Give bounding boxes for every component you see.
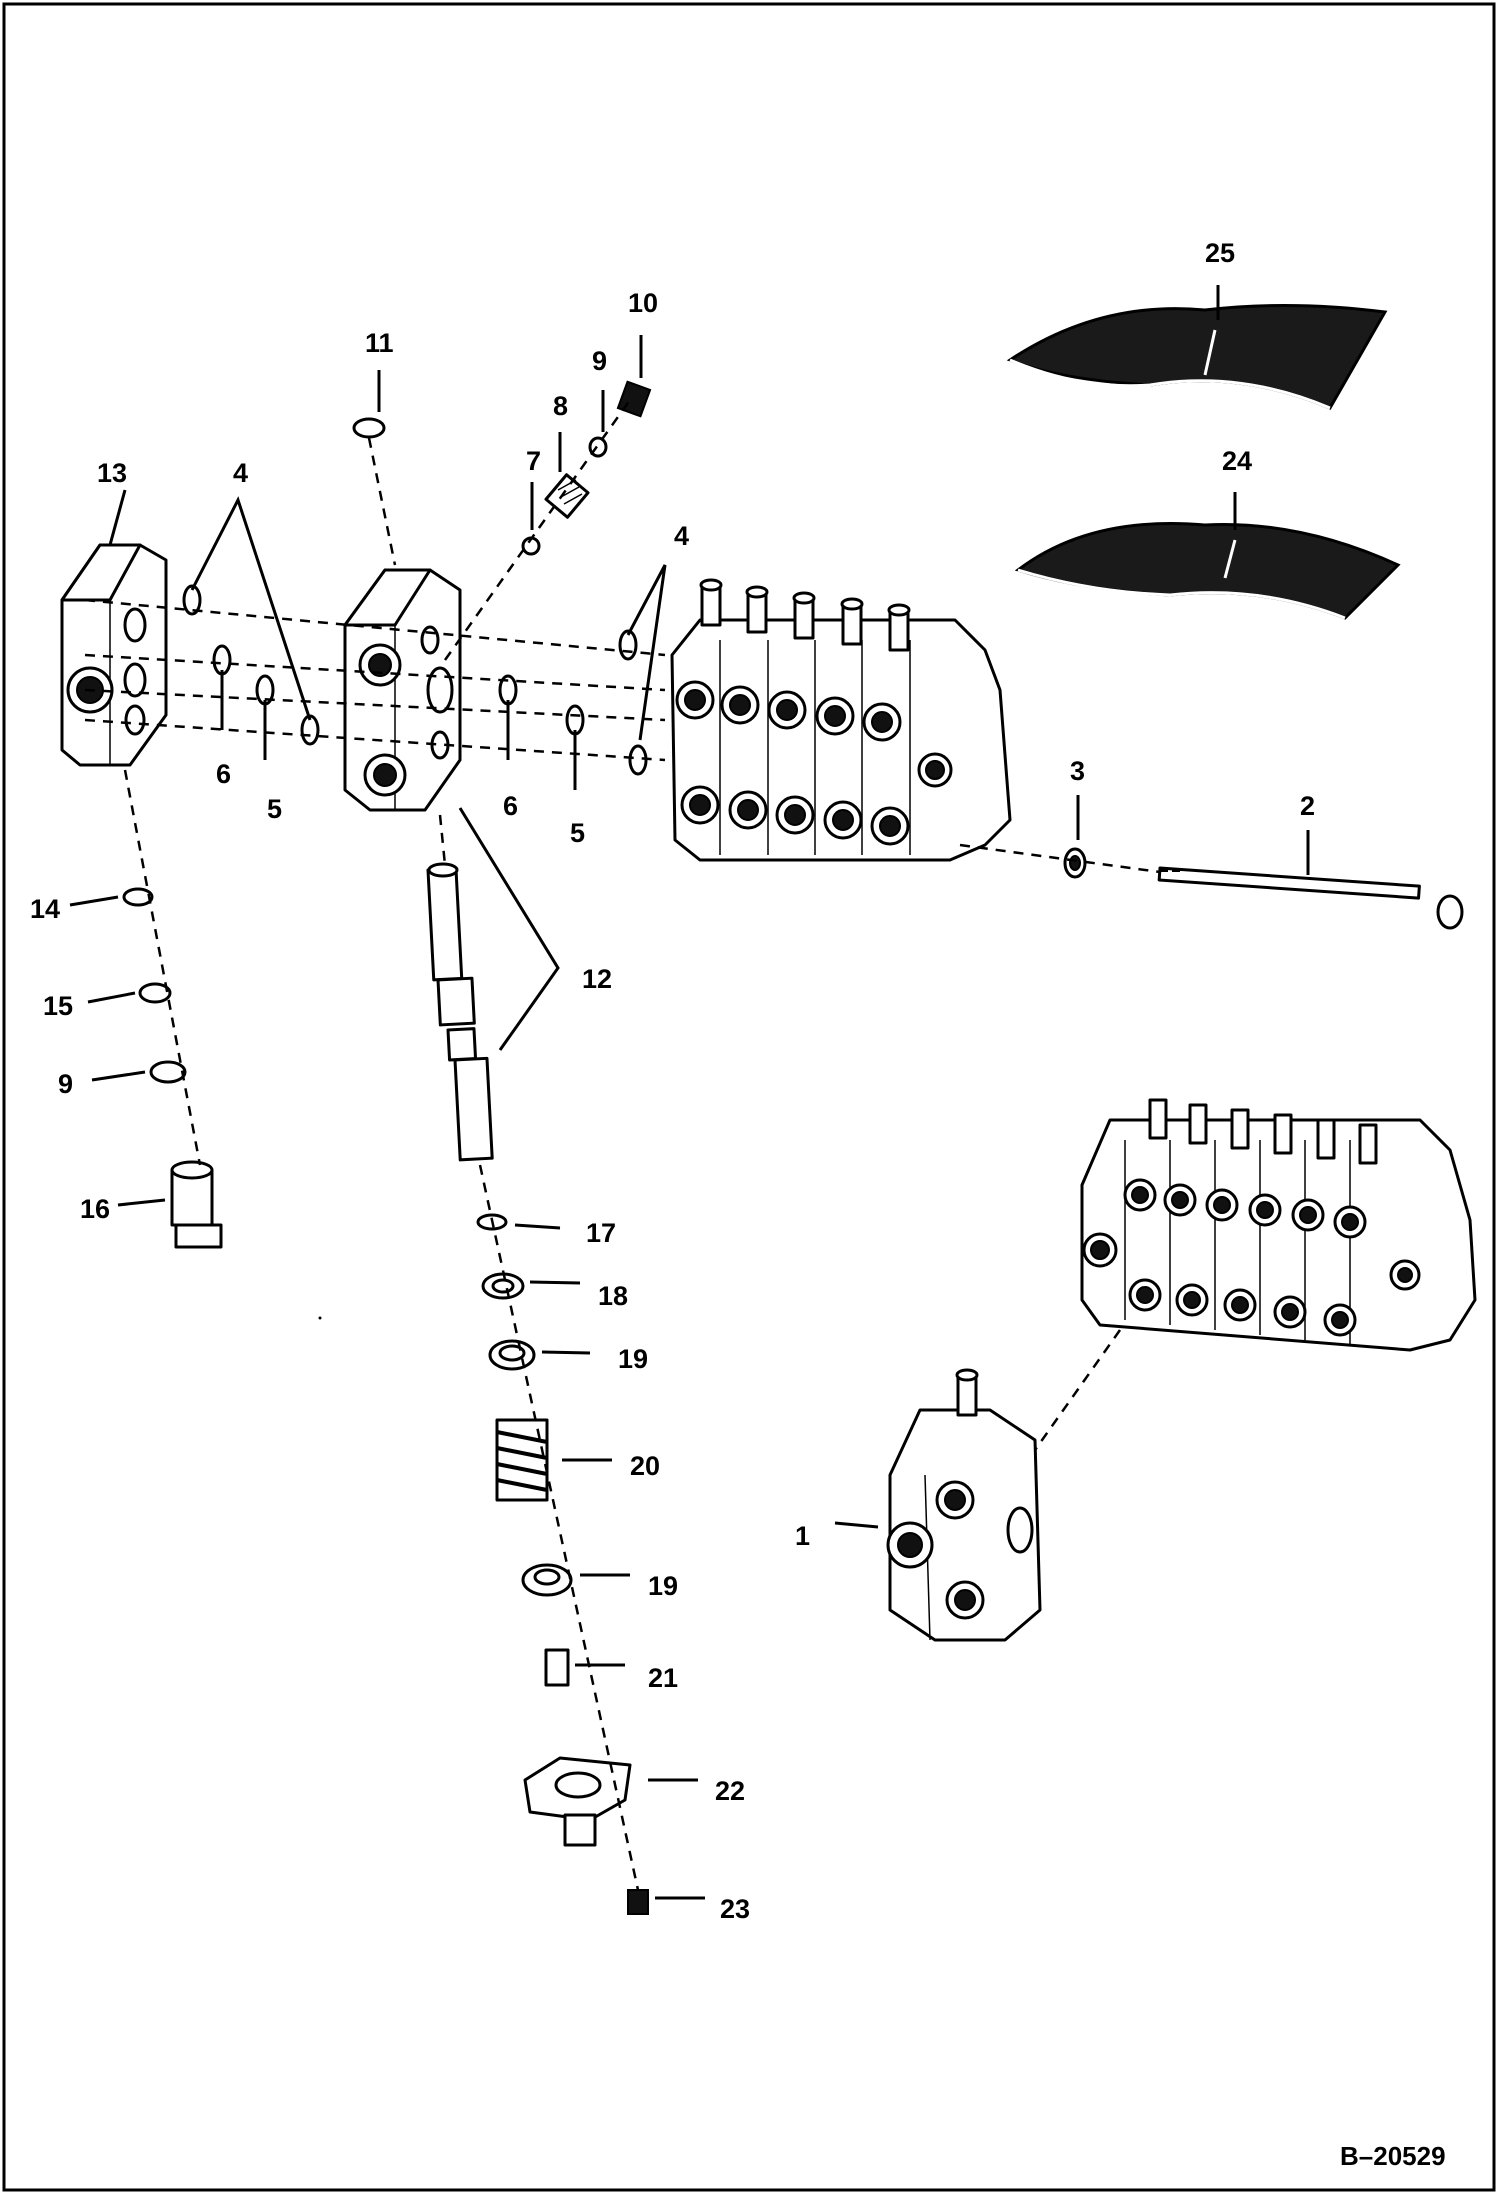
- callout-5-right: 5: [570, 818, 585, 848]
- callout-15: 15: [43, 991, 73, 1021]
- callout-4-right: 4: [674, 521, 689, 551]
- callout-13: 13: [97, 458, 127, 488]
- callout-1: 1: [795, 1521, 810, 1551]
- decal-25: [1006, 303, 1388, 410]
- callout-23: 23: [720, 1894, 750, 1924]
- callout-6-left: 6: [216, 759, 231, 789]
- decal-24: [1014, 521, 1401, 620]
- callout-9-left: 9: [58, 1069, 73, 1099]
- callout-12: 12: [582, 964, 612, 994]
- callout-18: 18: [598, 1281, 628, 1311]
- callout-16: 16: [80, 1194, 110, 1224]
- plug-16: [170, 1160, 223, 1249]
- tie-bolt-2: [1157, 866, 1464, 930]
- callout-24: 24: [1222, 446, 1252, 476]
- figure-reference: B–20529: [1340, 2141, 1446, 2171]
- callout-10: 10: [628, 288, 658, 318]
- inlet-section: [343, 568, 462, 812]
- o-ring-14: [122, 887, 154, 907]
- nut-3: [1063, 847, 1087, 879]
- o-ring-11: [352, 417, 386, 439]
- callout-3: 3: [1070, 756, 1085, 786]
- callout-9-top: 9: [592, 346, 607, 376]
- callout-6-right: 6: [503, 791, 518, 821]
- callout-labels: 25 24 10 9 8 7 11 13 4 4 6 5 6 5 3 2 12 …: [30, 238, 1315, 1924]
- section-o-rings: [182, 584, 648, 776]
- plug-10: [616, 380, 652, 418]
- o-ring-15: [138, 982, 172, 1004]
- callout-20: 20: [630, 1451, 660, 1481]
- callout-19-top: 19: [618, 1344, 648, 1374]
- spring-20: [495, 1418, 549, 1502]
- scan-dot: [318, 1316, 322, 1320]
- o-ring-9-left: [149, 1060, 187, 1084]
- valve-section-1: [886, 1368, 1042, 1642]
- end-cap-13: [60, 543, 168, 767]
- washer-18: [481, 1272, 525, 1300]
- callout-7: 7: [526, 446, 541, 476]
- callout-22: 22: [715, 1776, 745, 1806]
- callout-21: 21: [648, 1663, 678, 1693]
- callout-5-left: 5: [267, 794, 282, 824]
- spring-8: [544, 473, 590, 519]
- nut-23: [627, 1889, 649, 1915]
- callout-17: 17: [586, 1218, 616, 1248]
- valve-assembly-6-spool: [1080, 1098, 1477, 1352]
- assembly-lines: [84, 399, 1161, 1891]
- cap-22: [523, 1756, 632, 1847]
- callout-14: 14: [30, 894, 60, 924]
- callout-8: 8: [553, 391, 568, 421]
- callout-2: 2: [1300, 791, 1315, 821]
- callout-11: 11: [365, 328, 394, 358]
- spool-12: [426, 862, 494, 1162]
- callout-25: 25: [1205, 238, 1235, 268]
- callout-19-bottom: 19: [648, 1571, 678, 1601]
- bolt-21: [544, 1648, 570, 1687]
- valve-block-5-spool: [670, 578, 1012, 862]
- spring-seat-19-top: [488, 1339, 536, 1371]
- callout-4-left: 4: [233, 458, 248, 488]
- leader-lines: [69, 285, 1310, 1900]
- spring-seat-19-bottom: [521, 1563, 573, 1597]
